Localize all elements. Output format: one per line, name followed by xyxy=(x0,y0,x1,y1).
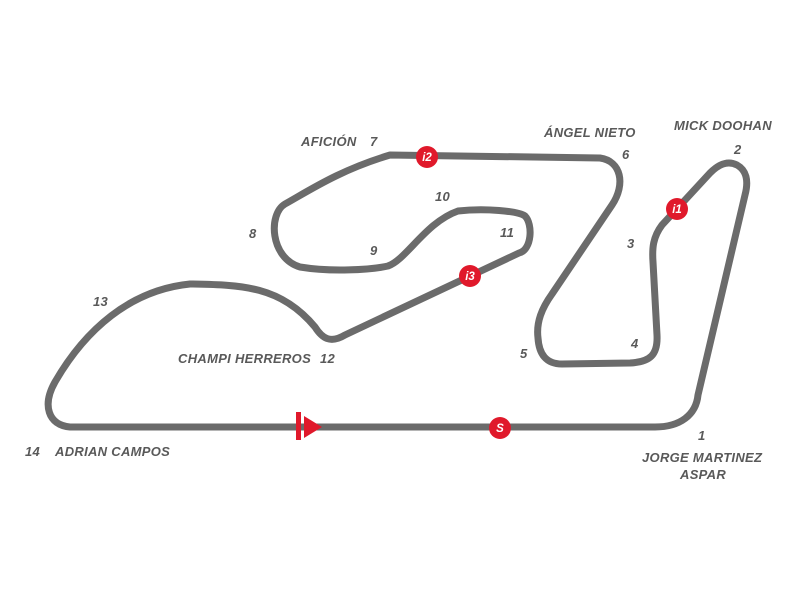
corner-name-champi-herreros: CHAMPI HERREROS xyxy=(178,351,311,366)
corner-number-3: 3 xyxy=(627,236,635,251)
marker-s-label: S xyxy=(496,423,504,435)
marker-i3-label: i3 xyxy=(465,271,475,283)
corner-number-12: 12 xyxy=(320,351,336,366)
corner-number-6: 6 xyxy=(622,147,630,162)
corner-name-adrian-campos: ADRIAN CAMPOS xyxy=(54,444,170,459)
corner-number-7: 7 xyxy=(370,134,378,149)
corner-number-4: 4 xyxy=(630,336,639,351)
corner-number-13: 13 xyxy=(93,294,109,309)
track-outline xyxy=(44,151,751,431)
marker-s[interactable]: S xyxy=(489,417,511,439)
corner-number-8: 8 xyxy=(249,226,257,241)
corner-number-10: 10 xyxy=(435,189,451,204)
corner-number-2: 2 xyxy=(733,142,742,157)
corner-number-9: 9 xyxy=(370,243,378,258)
corner-number-11: 11 xyxy=(500,225,514,240)
corner-name-angel-nieto: ÁNGEL NIETO xyxy=(543,125,636,140)
corner-name-aficion: AFICIÓN xyxy=(300,134,357,149)
start-finish-flag-icon xyxy=(296,412,322,440)
corner-number-14: 14 xyxy=(25,444,41,459)
marker-i1[interactable]: i1 xyxy=(666,198,688,220)
marker-i2[interactable]: i2 xyxy=(416,146,438,168)
corner-name-mick-doohan: MICK DOOHAN xyxy=(674,118,772,133)
marker-i2-label: i2 xyxy=(422,152,432,164)
corner-number-5: 5 xyxy=(520,346,528,361)
corner-name-jorge-martinez-line2: ASPAR xyxy=(679,467,726,482)
marker-i1-label: i1 xyxy=(672,204,682,216)
corner-name-jorge-martinez-line1: JORGE MARTINEZ xyxy=(642,450,763,465)
marker-i3[interactable]: i3 xyxy=(459,265,481,287)
corner-number-1: 1 xyxy=(698,428,706,443)
